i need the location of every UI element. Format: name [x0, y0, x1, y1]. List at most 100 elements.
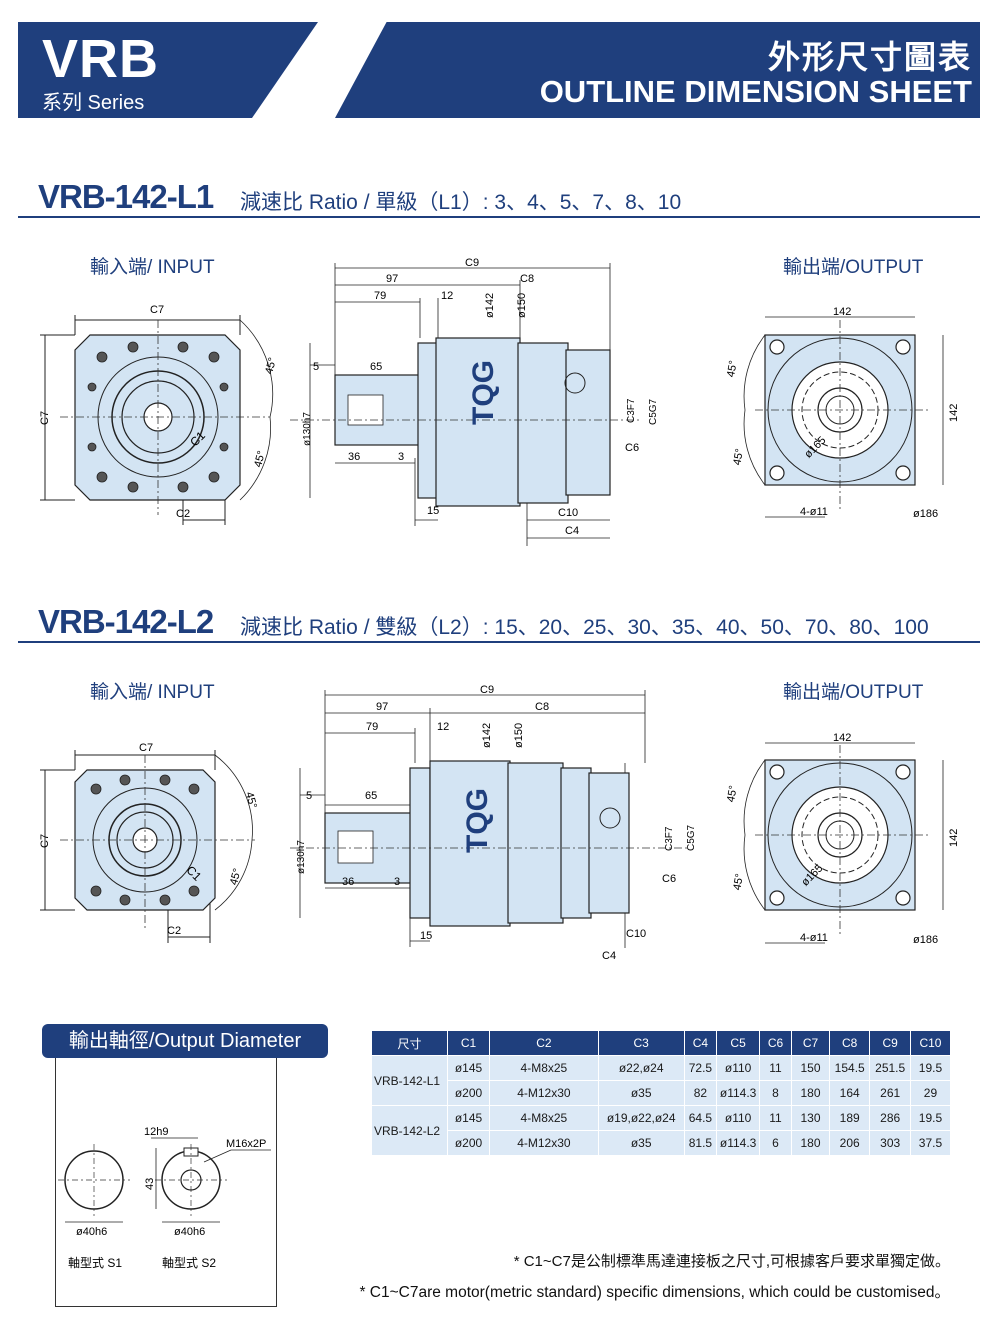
note-en: * C1~C7are motor(metric standard) specif…	[359, 1284, 950, 1301]
table-cell: 19.5	[909, 1055, 952, 1081]
section1-model: VRB-142-L1	[38, 178, 214, 215]
note-cn: * C1~C7是公制標準馬達連接板之尺寸,可根據客戶要求單獨定做。	[513, 1253, 950, 1270]
table-cell: 206	[828, 1130, 871, 1156]
dim-dia186: ø186	[913, 508, 938, 520]
dim-c3: C3F7	[664, 826, 675, 851]
table-cell: 19.5	[909, 1105, 952, 1131]
table-cell: ø200	[446, 1130, 491, 1156]
section2-input-view: C7 C7 C1 C2 45° 45°	[39, 742, 259, 943]
s2-label: 軸型式 S2	[162, 1256, 216, 1270]
section2-input-label: 輸入端/ INPUT	[90, 682, 215, 703]
key-height: 43	[144, 1178, 156, 1190]
dim-c10: C10	[626, 928, 646, 940]
table-cell: 8	[758, 1080, 793, 1106]
angle-45-top: 45°	[725, 360, 740, 378]
angle-45-top: 45°	[263, 356, 279, 375]
dim-dia142: ø142	[481, 723, 493, 748]
table-cell: ø110	[716, 1105, 760, 1131]
table-header: C3	[597, 1030, 685, 1056]
table-cell: 4-M8x25	[489, 1105, 599, 1131]
table-header: C2	[489, 1030, 599, 1056]
table-cell: 11	[758, 1105, 793, 1131]
dim-dia142: ø142	[484, 293, 496, 318]
table-model-cell: VRB-142-L1	[371, 1055, 448, 1106]
brand-logo: TQG	[461, 788, 494, 853]
table-header: C10	[909, 1030, 952, 1056]
table-cell: 303	[869, 1130, 911, 1156]
output-shaft-drawings: 12h9 43 M16x2P ø40h6 ø40h6 軸型式 S1 軸型式 S2	[58, 1126, 271, 1270]
output-diameter-title: 輸出軸徑/Output Diameter	[42, 1024, 328, 1058]
dim-12: 12	[437, 721, 449, 733]
dim-142-side: 142	[948, 404, 960, 422]
table-cell: 72.5	[683, 1055, 718, 1081]
dim-5: 5	[306, 790, 312, 802]
dim-dia130: ø130h7	[302, 412, 313, 446]
dim-97: 97	[376, 701, 388, 713]
dim-dia130: ø130h7	[296, 840, 307, 874]
table-cell: ø35	[597, 1080, 685, 1106]
section1-side-view: TQG C9 97 C8 79 12 ø142 ø150 5 65 ø130h7…	[290, 258, 659, 546]
dim-dia150: ø150	[516, 293, 528, 318]
table-cell: 286	[869, 1105, 911, 1131]
table-cell: 189	[828, 1105, 871, 1131]
dim-c5: C5G7	[686, 824, 697, 851]
dim-c3: C3F7	[626, 398, 637, 423]
table-cell: 154.5	[828, 1055, 871, 1081]
section1-output-label: 輸出端/OUTPUT	[783, 257, 924, 278]
table-cell: 261	[869, 1080, 911, 1106]
table-cell: 82	[683, 1080, 718, 1106]
series-label: 系列 Series	[42, 92, 145, 114]
series-code: VRB	[42, 29, 160, 89]
section1-ratio: 減速比 Ratio / 單級（L1）: 3、4、5、7、8、10	[240, 191, 682, 214]
dim-3: 3	[394, 876, 400, 888]
table-model-cell: VRB-142-L2	[371, 1105, 448, 1156]
table-cell: ø35	[597, 1130, 685, 1156]
table-cell: ø145	[446, 1055, 491, 1081]
table-header: C9	[869, 1030, 911, 1056]
thread-spec: M16x2P	[226, 1138, 266, 1150]
table-row: ø200 4-M12x30 ø35 82 ø114.3 8 180 164 26…	[372, 1080, 952, 1106]
table-cell: 164	[828, 1080, 871, 1106]
section1-output-view: 142 142 ø165 4-ø11 ø186 45° 45°	[725, 306, 960, 520]
dim-4x11: 4-ø11	[800, 506, 828, 518]
angle-45-bottom: 45°	[731, 448, 746, 466]
dim-5: 5	[313, 361, 319, 373]
dim-36: 36	[348, 451, 360, 463]
table-cell: ø200	[446, 1080, 491, 1106]
table-header: C7	[791, 1030, 830, 1056]
table-cell: ø19,ø22,ø24	[597, 1105, 685, 1131]
table-cell: 37.5	[909, 1130, 952, 1156]
dimension-table: 尺寸 C1 C2 C3 C4 C5 C6 C7 C8 C9 C10 VRB-14…	[371, 1030, 952, 1156]
table-cell: 11	[758, 1055, 793, 1081]
title-cn: 外形尺寸圖表	[767, 39, 972, 75]
title-en: OUTLINE DIMENSION SHEET	[539, 74, 972, 109]
dim-15: 15	[420, 930, 432, 942]
angle-45-bottom: 45°	[252, 449, 268, 468]
table-header: 尺寸	[371, 1030, 448, 1056]
dim-c2: C2	[176, 508, 190, 520]
table-row: ø200 4-M12x30 ø35 81.5 ø114.3 6 180 206 …	[372, 1130, 952, 1156]
table-cell: 4-M8x25	[489, 1055, 599, 1081]
table-cell: ø114.3	[716, 1080, 760, 1106]
s1-diameter: ø40h6	[76, 1226, 107, 1238]
table-cell: 150	[791, 1055, 830, 1081]
dim-c7-side: C7	[39, 411, 51, 425]
section2-divider	[18, 641, 980, 643]
section2-model: VRB-142-L2	[38, 603, 214, 640]
dim-c9: C9	[480, 684, 494, 696]
section1-input-view: C7 C7 C1 C2 45° 45°	[39, 304, 279, 525]
s1-label: 軸型式 S1	[68, 1256, 122, 1270]
dim-c4: C4	[602, 950, 616, 962]
dim-dia150: ø150	[513, 723, 525, 748]
table-cell: 130	[791, 1105, 830, 1131]
section2-output-label: 輸出端/OUTPUT	[783, 682, 924, 703]
section2-ratio: 減速比 Ratio / 雙級（L2）: 15、20、25、30、35、40、50…	[240, 616, 929, 639]
dim-12: 12	[441, 290, 453, 302]
dim-c6: C6	[625, 442, 639, 454]
dim-c7-side: C7	[39, 834, 51, 848]
table-cell: ø114.3	[716, 1130, 760, 1156]
dim-c9: C9	[465, 258, 479, 269]
table-header-row: 尺寸 C1 C2 C3 C4 C5 C6 C7 C8 C9 C10	[371, 1030, 952, 1056]
dim-c4: C4	[565, 525, 579, 537]
dim-c2: C2	[167, 925, 181, 937]
